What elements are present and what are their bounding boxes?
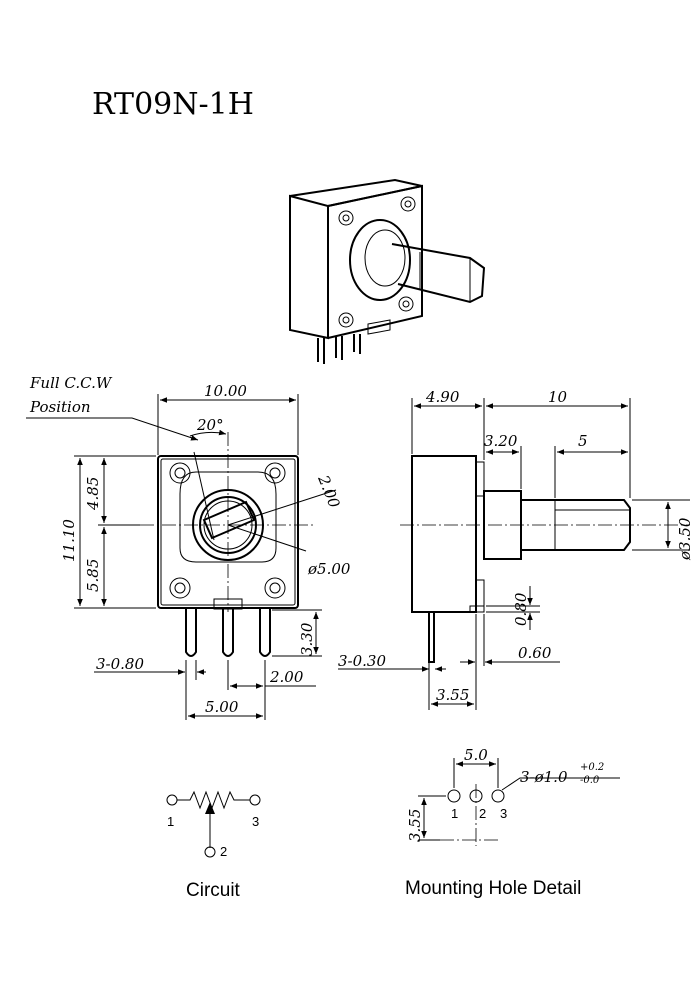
dim-pin-thickness: 3-0.30: [338, 652, 386, 670]
dim-shaft-dia-side: ø3.50: [676, 517, 694, 561]
dim-pin-width: 3-0.80: [96, 655, 144, 673]
terminal-2-icon: [204, 846, 216, 858]
terminal-3-icon: [249, 794, 261, 806]
dim-hole-offset: 3.55: [406, 809, 424, 842]
resistor-icon: [177, 790, 250, 810]
dim-pin-length: 3.30: [298, 622, 316, 656]
dim-bushing: 3.20: [484, 432, 518, 450]
dim-shaft-length: 10: [548, 388, 568, 406]
annotation-full-ccw: Full C.C.W: [29, 374, 113, 392]
dim-pin-offset: 0.60: [518, 644, 552, 662]
terminal-1-icon: [166, 794, 178, 806]
circuit-pin-2: 2: [220, 844, 227, 859]
dim-body-depth: 4.90: [425, 388, 460, 406]
dim-hole-pitch: 5.0: [464, 746, 488, 764]
dim-pin-span: 5.00: [205, 698, 239, 716]
mounting-hole-detail: 5.0 3-ø1.0 +0.2 -0.0 3.55 1 2 3 Mounting…: [405, 746, 620, 899]
dim-height-bottom: 5.85: [84, 559, 102, 592]
circuit-pin-3: 3: [252, 814, 259, 829]
hole-tol-minus: -0.0: [580, 775, 600, 786]
dim-height-top: 4.85: [84, 477, 102, 511]
annotation-position: Position: [29, 398, 91, 416]
hole-tol-plus: +0.2: [580, 762, 604, 773]
circuit-label: Circuit: [186, 880, 241, 901]
side-view: 4.90 10 3.20 5 ø3.50 0.80 3-0.30 0.60: [338, 388, 694, 710]
mounting-label: Mounting Hole Detail: [405, 878, 581, 899]
dim-width: 10.00: [204, 382, 247, 400]
hole-spec: 3-ø1.0: [520, 768, 568, 786]
dim-shaft-tip: 5: [578, 432, 588, 450]
dim-pin-pitch: 2.00: [269, 668, 304, 686]
hole-pin-3: 3: [500, 806, 507, 821]
front-view: 10.00 Full C.C.W Position 20° 11.10 4.85…: [26, 374, 351, 720]
dim-angle: 20°: [196, 416, 224, 434]
dim-tab: 0.80: [512, 592, 530, 626]
part-number-title: RT09N-1H: [92, 87, 254, 122]
dim-shaft-flat: 2.00: [314, 472, 344, 511]
dim-pin-to-body: 3.55: [436, 686, 469, 704]
isometric-view: [289, 178, 486, 364]
circuit-schematic: 1 3 2 Circuit: [166, 790, 261, 901]
hole-pin-1: 1: [451, 806, 458, 821]
dim-shaft-dia: ø5.00: [307, 560, 351, 578]
dim-height-total: 11.10: [60, 519, 78, 562]
hole-pin-2: 2: [479, 806, 486, 821]
circuit-pin-1: 1: [167, 814, 174, 829]
